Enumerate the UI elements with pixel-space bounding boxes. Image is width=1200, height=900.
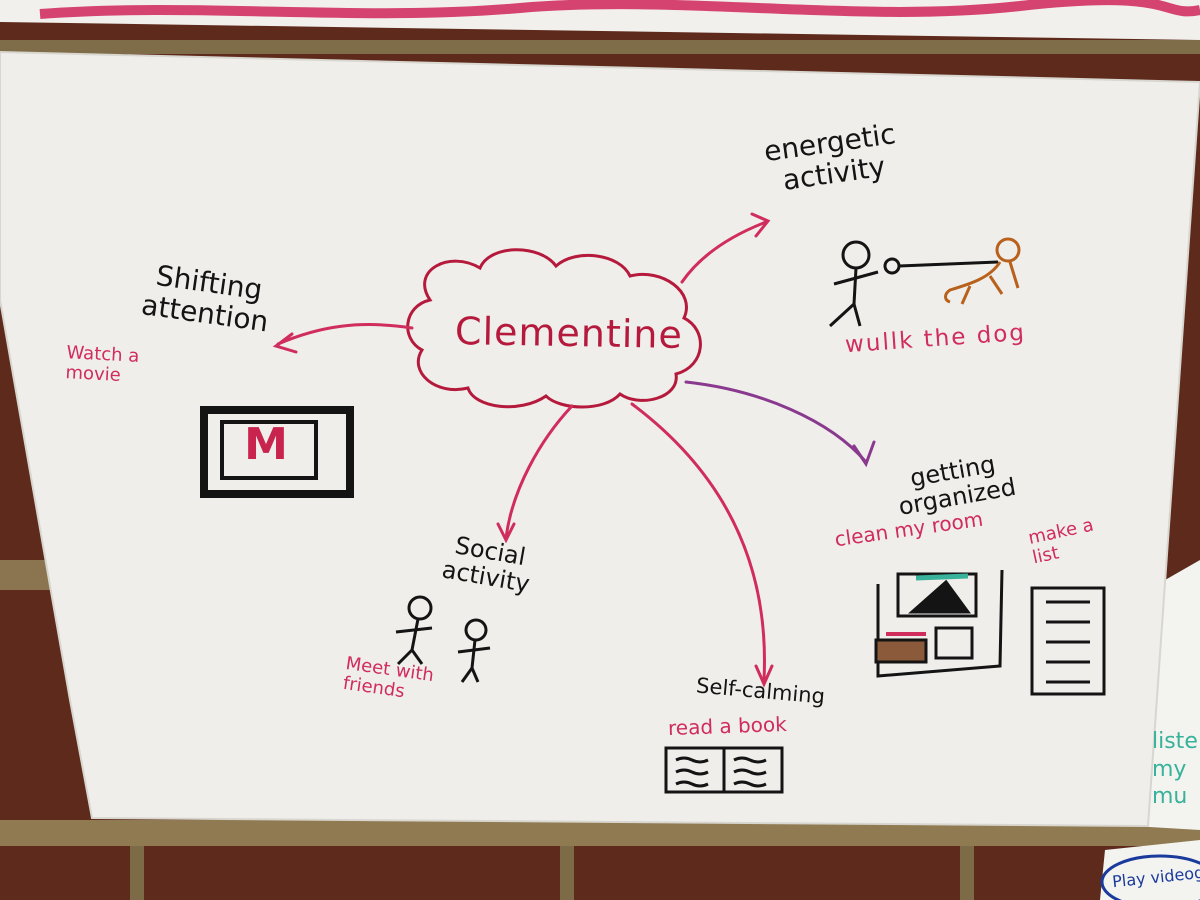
tv-drawing — [200, 406, 354, 498]
neighbor-note-right: liste my mu — [1152, 729, 1198, 809]
center-cloud — [406, 248, 702, 409]
neighbor-paper-bottom — [1100, 840, 1200, 900]
friends-drawing — [395, 595, 491, 683]
book-drawing — [664, 746, 784, 794]
main-paper — [0, 52, 1200, 826]
mortar-joint — [130, 846, 144, 900]
mortar-line-top — [0, 40, 1200, 54]
bedroom-drawing — [874, 569, 1004, 678]
stick-figure-dog-drawing — [828, 240, 999, 328]
dog-drawing — [944, 237, 1021, 305]
watch-movie-label: Watch a movie — [65, 342, 140, 386]
tv-letter-m: M — [244, 419, 288, 470]
read-book-label: read a book — [667, 711, 788, 741]
center-label: Clementine — [454, 309, 684, 357]
blue-oval — [1100, 854, 1200, 900]
mortar-joint — [960, 846, 974, 900]
red-scribble — [39, 0, 1200, 19]
mortar-joint — [560, 846, 574, 900]
checklist-drawing — [1030, 586, 1106, 696]
